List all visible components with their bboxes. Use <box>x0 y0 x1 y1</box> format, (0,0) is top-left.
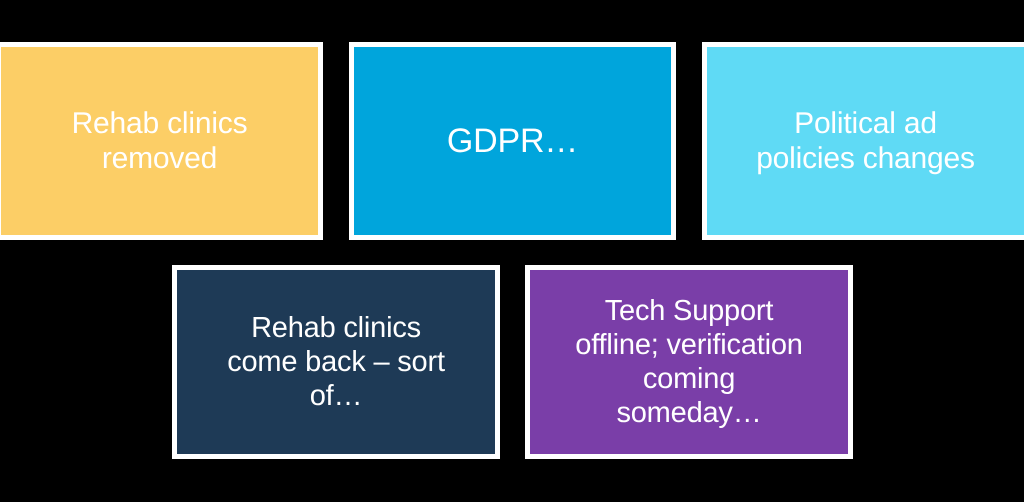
timeline-card-tech-support[interactable]: Tech Support offline; verification comin… <box>525 265 853 459</box>
card-label-rehab-return: Rehab clinics come back – sort of… <box>227 311 445 413</box>
timeline-card-rehab-removed[interactable]: Rehab clinics removed <box>0 42 323 240</box>
timeline-card-rehab-return[interactable]: Rehab clinics come back – sort of… <box>172 265 500 459</box>
card-label-political-ad: Political ad policies changes <box>756 106 975 175</box>
card-label-gdpr: GDPR… <box>446 121 579 160</box>
timeline-card-political-ad[interactable]: Political ad policies changes <box>702 42 1024 240</box>
card-label-tech-support: Tech Support offline; verification comin… <box>575 294 803 430</box>
timeline-card-gdpr[interactable]: GDPR… <box>349 42 676 240</box>
card-label-rehab-removed: Rehab clinics removed <box>71 106 248 175</box>
